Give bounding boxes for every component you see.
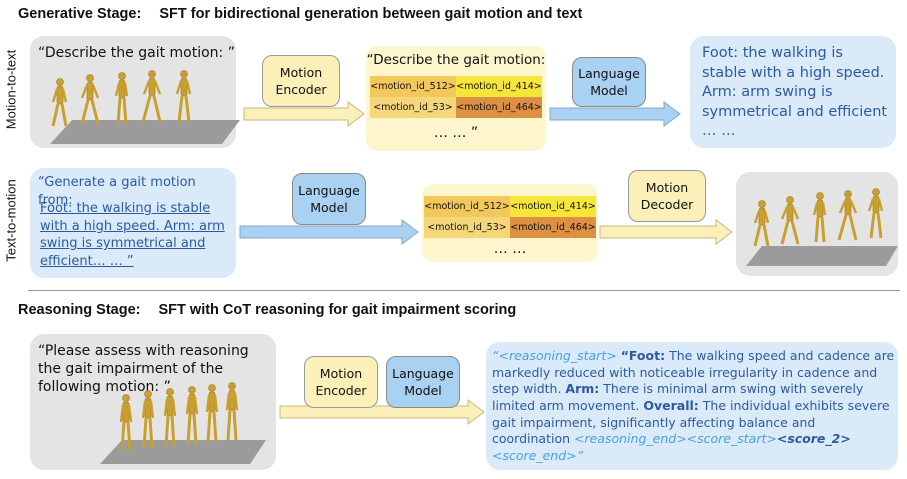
m2t-language-model-label: Language Model bbox=[578, 65, 640, 99]
reasoning-prompt-box: “Please assess with reasoning the gait i… bbox=[30, 334, 276, 470]
reasoning-output-text: “<reasoning_start> “Foot: The walking sp… bbox=[492, 348, 896, 464]
foot-text: The walking speed and cadence are marked… bbox=[492, 348, 895, 397]
walking-figures-illustration bbox=[746, 188, 898, 266]
t2m-motion-decoder-label: Motion Decoder bbox=[640, 179, 694, 213]
t2m-language-model: Language Model bbox=[292, 173, 366, 225]
generative-stage-subtitle: SFT for bidirectional generation between… bbox=[159, 6, 583, 22]
t2m-arrow-to-motion bbox=[599, 219, 733, 245]
generative-stage-label: Generative Stage: bbox=[18, 6, 142, 22]
t2m-arrow-to-tokens bbox=[239, 219, 419, 245]
token-cell: <motion_id_53> bbox=[370, 97, 456, 118]
t2m-token-footer: … … bbox=[493, 241, 527, 257]
t2m-motion-output-box bbox=[736, 172, 898, 276]
reasoning-end-token: <reasoning_end> bbox=[574, 431, 687, 447]
reasoning-motion-encoder-label: Motion Encoder bbox=[315, 365, 367, 399]
reasoning-stage-subtitle: SFT with CoT reasoning for gait impairme… bbox=[158, 302, 517, 318]
t2m-language-model-label: Language Model bbox=[298, 182, 360, 216]
m2t-prompt-box: “Describe the gait motion: ” bbox=[30, 36, 240, 148]
arm-label: Arm: bbox=[565, 381, 600, 397]
token-cell: <motion_id_512> bbox=[424, 196, 510, 217]
m2t-arrow-to-tokens bbox=[243, 101, 365, 127]
overall-label: Overall: bbox=[643, 397, 699, 413]
t2m-prompt-box: “Generate a gait motion from: Foot: the … bbox=[30, 168, 236, 278]
motion-to-text-side-label: Motion-to-text bbox=[3, 49, 19, 130]
reasoning-stage-label: Reasoning Stage: bbox=[18, 302, 141, 318]
m2t-language-model: Language Model bbox=[572, 57, 646, 107]
m2t-output-text: Foot: the walking is stable with a high … bbox=[702, 45, 888, 140]
overall-text: The individual exhibits severe gait impa… bbox=[492, 397, 890, 447]
m2t-motion-encoder: Motion Encoder bbox=[262, 55, 340, 107]
m2t-output-box: Foot: the walking is stable with a high … bbox=[690, 36, 896, 148]
reasoning-stage-title: Reasoning Stage: SFT with CoT reasoning … bbox=[18, 302, 516, 318]
foot-label: “Foot: bbox=[620, 348, 666, 363]
reasoning-prompt-text: “Please assess with reasoning the gait i… bbox=[38, 343, 249, 396]
m2t-token-panel: “Describe the gait motion: <motion_id_51… bbox=[366, 46, 546, 151]
m2t-token-header: “Describe the gait motion: bbox=[366, 52, 546, 68]
t2m-motion-decoder: Motion Decoder bbox=[628, 170, 706, 222]
reasoning-output-box: “<reasoning_start> “Foot: The walking sp… bbox=[486, 342, 898, 470]
score-end-token: <score_end> bbox=[492, 447, 577, 463]
t2m-prompt-body: Foot: the walking is stable with a high … bbox=[40, 201, 225, 269]
score-value-token: <score_2> bbox=[776, 431, 851, 447]
walking-figures-illustration bbox=[50, 70, 240, 144]
reasoning-language-model-label: Language Model bbox=[392, 365, 454, 399]
m2t-prompt-text: “Describe the gait motion: ” bbox=[38, 45, 235, 61]
walking-figures-illustration bbox=[100, 382, 266, 464]
reasoning-start-token: <reasoning_start> bbox=[498, 348, 617, 363]
m2t-token-grid: <motion_id_512> <motion_id_414> <motion_… bbox=[370, 76, 542, 118]
m2t-arrow-to-output bbox=[549, 101, 681, 127]
t2m-prompt-lead: “Generate a gait motion from: bbox=[38, 175, 196, 208]
score-start-token: <score_start> bbox=[686, 431, 777, 447]
t2m-token-grid: <motion_id_512> <motion_id_414> <motion_… bbox=[424, 196, 596, 238]
reasoning-close-quote: ” bbox=[576, 447, 584, 463]
token-cell: <motion_id_512> bbox=[370, 76, 456, 97]
token-cell: <motion_id_464> bbox=[456, 97, 542, 118]
m2t-motion-encoder-label: Motion Encoder bbox=[275, 64, 327, 98]
token-cell: <motion_id_414> bbox=[510, 196, 596, 217]
reasoning-language-model: Language Model bbox=[386, 356, 460, 408]
arm-text: There is minimal arm swing with severely… bbox=[492, 381, 864, 413]
generative-stage-title: Generative Stage: SFT for bidirectional … bbox=[18, 6, 582, 22]
stage-divider bbox=[28, 290, 900, 291]
token-cell: <motion_id_414> bbox=[456, 76, 542, 97]
token-cell: <motion_id_53> bbox=[424, 217, 510, 238]
reasoning-open-quote: “ bbox=[492, 348, 499, 363]
t2m-token-panel: <motion_id_512> <motion_id_414> <motion_… bbox=[422, 184, 598, 262]
token-cell: <motion_id_464> bbox=[510, 217, 596, 238]
text-to-motion-side-label: Text-to-motion bbox=[3, 179, 19, 262]
reasoning-motion-encoder: Motion Encoder bbox=[304, 356, 378, 408]
m2t-token-footer: … … ” bbox=[433, 125, 479, 141]
